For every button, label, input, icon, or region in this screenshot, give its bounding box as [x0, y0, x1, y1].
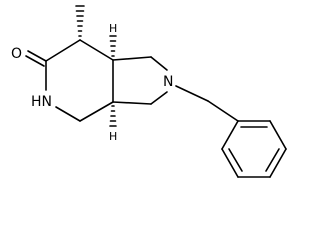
- bond-n2-c3: [150, 91, 168, 105]
- bond-c4-n5: [55, 106, 81, 122]
- stereo-h-bottom-hashed-wedge: [109, 105, 117, 127]
- bond-c3-c3a: [112, 101, 152, 105]
- bond-c1-n2: [150, 56, 168, 71]
- methyl-hashed-wedge: [75, 5, 85, 37]
- oxygen-label: O: [11, 46, 22, 62]
- bond-n2-ch2: [175, 85, 209, 102]
- bond-c6-c7: [45, 39, 81, 62]
- stereo-hydrogen-top-label: H: [109, 22, 117, 35]
- amine-nitrogen-label: N: [163, 74, 173, 90]
- stereo-hydrogen-bottom-label: H: [109, 130, 117, 143]
- bond-c7-c7a: [79, 39, 114, 61]
- chemical-structure: O HN N H H: [11, 5, 287, 178]
- bond-c7a-c1: [112, 56, 152, 61]
- benzene-ring: [221, 120, 287, 178]
- bond-c3a-c4: [79, 101, 114, 122]
- amide-nitrogen-label: HN: [31, 94, 52, 110]
- stereo-h-top-hashed-wedge: [109, 35, 117, 57]
- bond-ch2-ipso: [207, 100, 239, 122]
- carbonyl-bond-inner: [25, 55, 45, 67]
- carbonyl-bond-outer: [27, 50, 47, 62]
